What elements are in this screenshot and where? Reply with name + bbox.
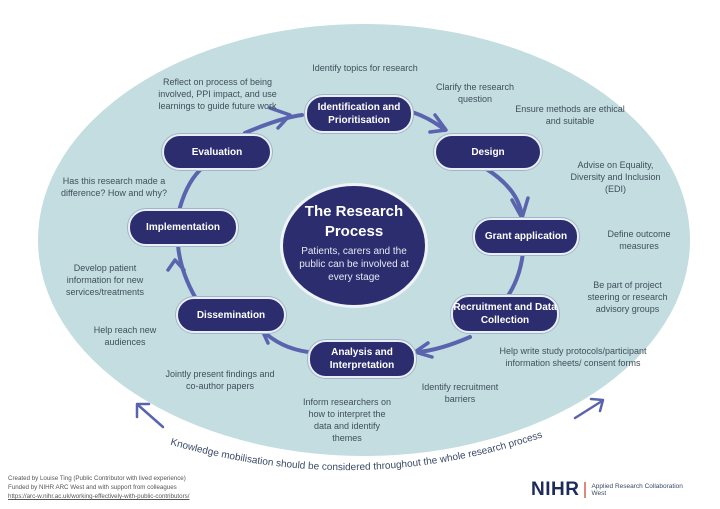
arrow-evaluation-to-identification [243, 113, 304, 135]
note-joint-present: Jointly present findings and co-author p… [165, 369, 275, 391]
footer-line1: Created by Louise Ting (Public Contribut… [8, 475, 186, 482]
stage-dissemination[interactable]: Dissemination [176, 297, 286, 333]
arrow-right-km [573, 399, 604, 420]
logo-org: Applied Research Collaboration West [591, 483, 682, 497]
note-made-difference: Has this research made a difference? How… [61, 176, 167, 198]
note-reach-audiences: Help reach new audiences [93, 325, 157, 347]
logo-divider [584, 482, 587, 498]
note-define-outcomes: Define outcome measures [607, 229, 671, 251]
note-recruitment-barriers: Identify recruitment barriers [421, 382, 499, 404]
footer-credits: Created by Louise Ting (Public Contribut… [8, 474, 189, 501]
arrowhead-icon [166, 258, 186, 272]
note-write-protocols: Help write study protocols/participant i… [499, 346, 647, 368]
footer-link[interactable]: https://arc-w.nihr.ac.uk/working-effecti… [8, 493, 190, 500]
arrowhead-icon [428, 113, 448, 134]
note-ensure-methods: Ensure methods are ethical and suitable [515, 104, 625, 126]
stage-design[interactable]: Design [434, 134, 542, 170]
note-reflect: Reflect on process of being involved, PP… [158, 77, 277, 111]
note-steering-groups: Be part of project steering or research … [587, 280, 668, 314]
center-title-line1: The Research [304, 203, 404, 220]
arrowhead-icon [135, 402, 151, 419]
center-title-line2: Process [324, 223, 384, 240]
stage-implementation[interactable]: Implementation [128, 209, 238, 246]
note-identify-topics: Identify topics for research [312, 63, 418, 73]
nihr-brand: NIHR [531, 479, 580, 500]
stage-grant-application[interactable]: Grant application [473, 218, 579, 255]
knowledge-arrows [135, 397, 605, 429]
stage-evaluation[interactable]: Evaluation [162, 134, 272, 170]
arrow-recruitment-to-analysis [416, 335, 472, 354]
center-title: The Research Process [283, 202, 425, 242]
stage-recruitment[interactable]: Recruitment and Data Collection [451, 295, 559, 333]
arrowhead-icon [589, 397, 605, 413]
center-subtitle: Patients, carers and the public can be i… [299, 246, 409, 283]
arrow-design-to-grant [483, 166, 524, 220]
arrowhead-icon [268, 106, 292, 130]
note-inform-researchers: Inform researchers on how to interpret t… [302, 397, 392, 443]
nihr-logo: NIHR Applied Research Collaboration West [531, 479, 683, 501]
stage-identification[interactable]: Identification and Prioritisation [305, 95, 413, 133]
footer-line2: Funded by NIHR ARC West and with support… [8, 484, 177, 491]
note-clarify-question: Clarify the research question [435, 82, 515, 104]
logo-org-line2: West [591, 490, 607, 497]
center-circle: The Research Process Patients, carers an… [280, 183, 428, 308]
arrow-left-km [136, 403, 165, 429]
logo-org-line1: Applied Research Collaboration [591, 483, 683, 490]
note-advise-edi: Advise on Equality, Diversity and Inclus… [570, 160, 661, 194]
stage-analysis[interactable]: Analysis and Interpretation [308, 340, 416, 378]
note-patient-info: Develop patient information for new serv… [65, 263, 145, 297]
